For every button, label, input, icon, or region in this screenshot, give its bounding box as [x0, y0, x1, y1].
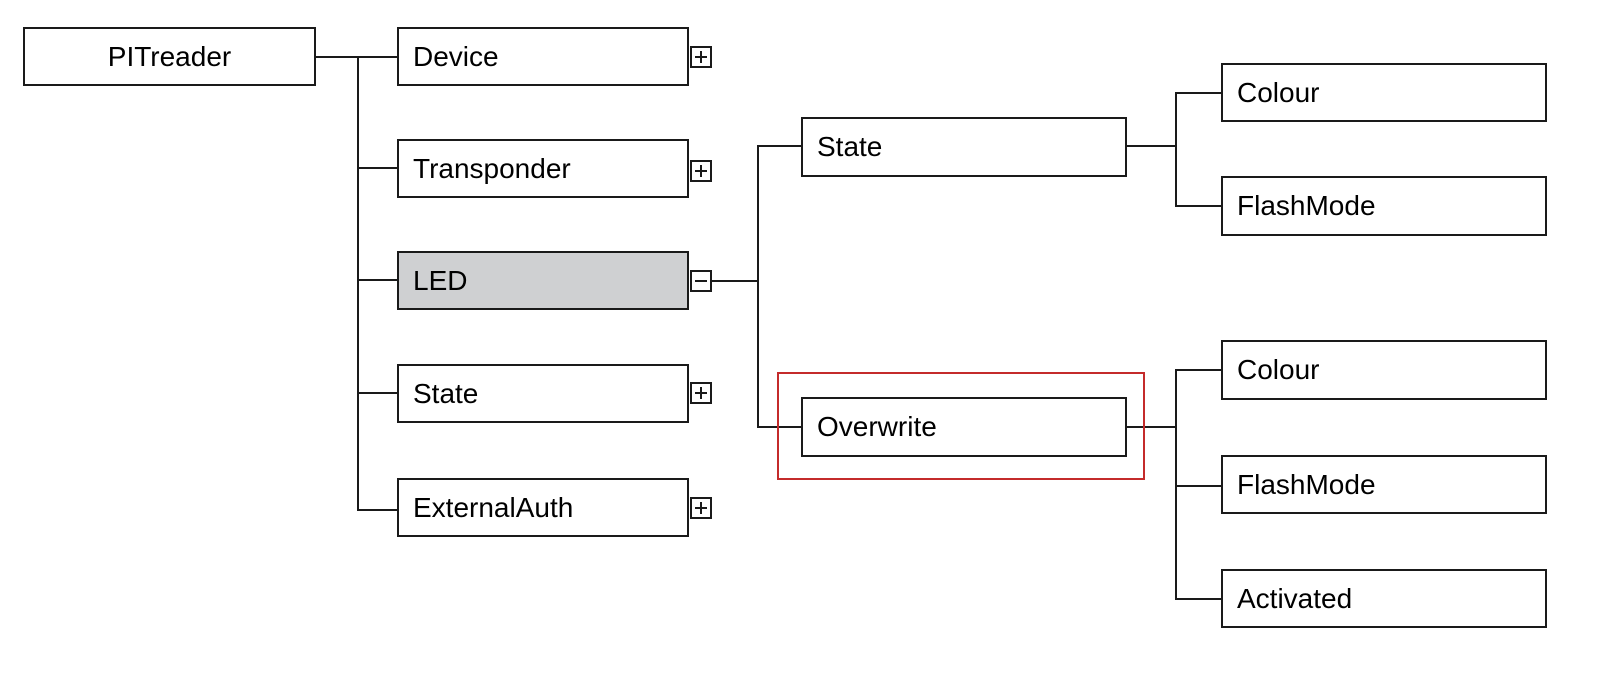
expand-icon[interactable] — [690, 497, 712, 519]
highlight-frame — [777, 372, 1145, 480]
connector — [1175, 369, 1222, 371]
node-overwrite-activated[interactable]: Activated — [1221, 569, 1547, 628]
node-label: PITreader — [107, 40, 232, 72]
node-label: Device — [413, 40, 499, 72]
collapse-icon[interactable] — [690, 270, 712, 292]
connector — [1127, 426, 1176, 428]
connector — [357, 56, 359, 511]
node-label: State — [413, 377, 479, 409]
node-overwrite-flashmode[interactable]: FlashMode — [1221, 455, 1547, 514]
expand-icon[interactable] — [690, 160, 712, 182]
node-label: Colour — [1237, 76, 1320, 108]
node-label: FlashMode — [1237, 468, 1376, 500]
connector — [357, 279, 398, 281]
node-label: ExternalAuth — [413, 491, 574, 523]
node-label: Activated — [1237, 582, 1353, 614]
node-label: Colour — [1237, 354, 1320, 385]
node-label: Transponder — [413, 152, 571, 184]
connector — [712, 280, 758, 282]
expand-icon[interactable] — [690, 382, 712, 404]
connector — [357, 509, 398, 511]
expand-icon[interactable] — [690, 46, 712, 68]
node-externalauth[interactable]: ExternalAuth — [397, 478, 689, 537]
node-state-flashmode[interactable]: FlashMode — [1221, 176, 1547, 236]
connector — [757, 145, 802, 147]
connector — [1175, 598, 1222, 600]
node-label: LED — [413, 264, 468, 296]
connector — [357, 167, 398, 169]
connector — [1175, 485, 1222, 487]
node-transponder[interactable]: Transponder — [397, 139, 689, 198]
connector — [1175, 205, 1222, 207]
connector — [1175, 369, 1177, 600]
connector — [315, 56, 398, 58]
connector — [757, 145, 759, 428]
node-state-colour[interactable]: Colour — [1221, 63, 1547, 122]
node-device[interactable]: Device — [397, 27, 689, 86]
node-state[interactable]: State — [397, 364, 689, 423]
node-overwrite-colour[interactable]: Colour — [1221, 340, 1547, 400]
node-label: Overwrite — [817, 411, 937, 442]
node-led[interactable]: LED — [397, 251, 689, 310]
connector — [757, 426, 802, 428]
connector — [1127, 145, 1176, 147]
connector — [1175, 92, 1177, 207]
node-label: State — [817, 131, 883, 162]
node-label: FlashMode — [1237, 190, 1376, 221]
connector — [357, 392, 398, 394]
connector — [1175, 92, 1222, 94]
node-led-state[interactable]: State — [801, 117, 1127, 177]
root-node-pitreader[interactable]: PITreader — [23, 27, 316, 86]
node-led-overwrite[interactable]: Overwrite — [801, 397, 1127, 457]
